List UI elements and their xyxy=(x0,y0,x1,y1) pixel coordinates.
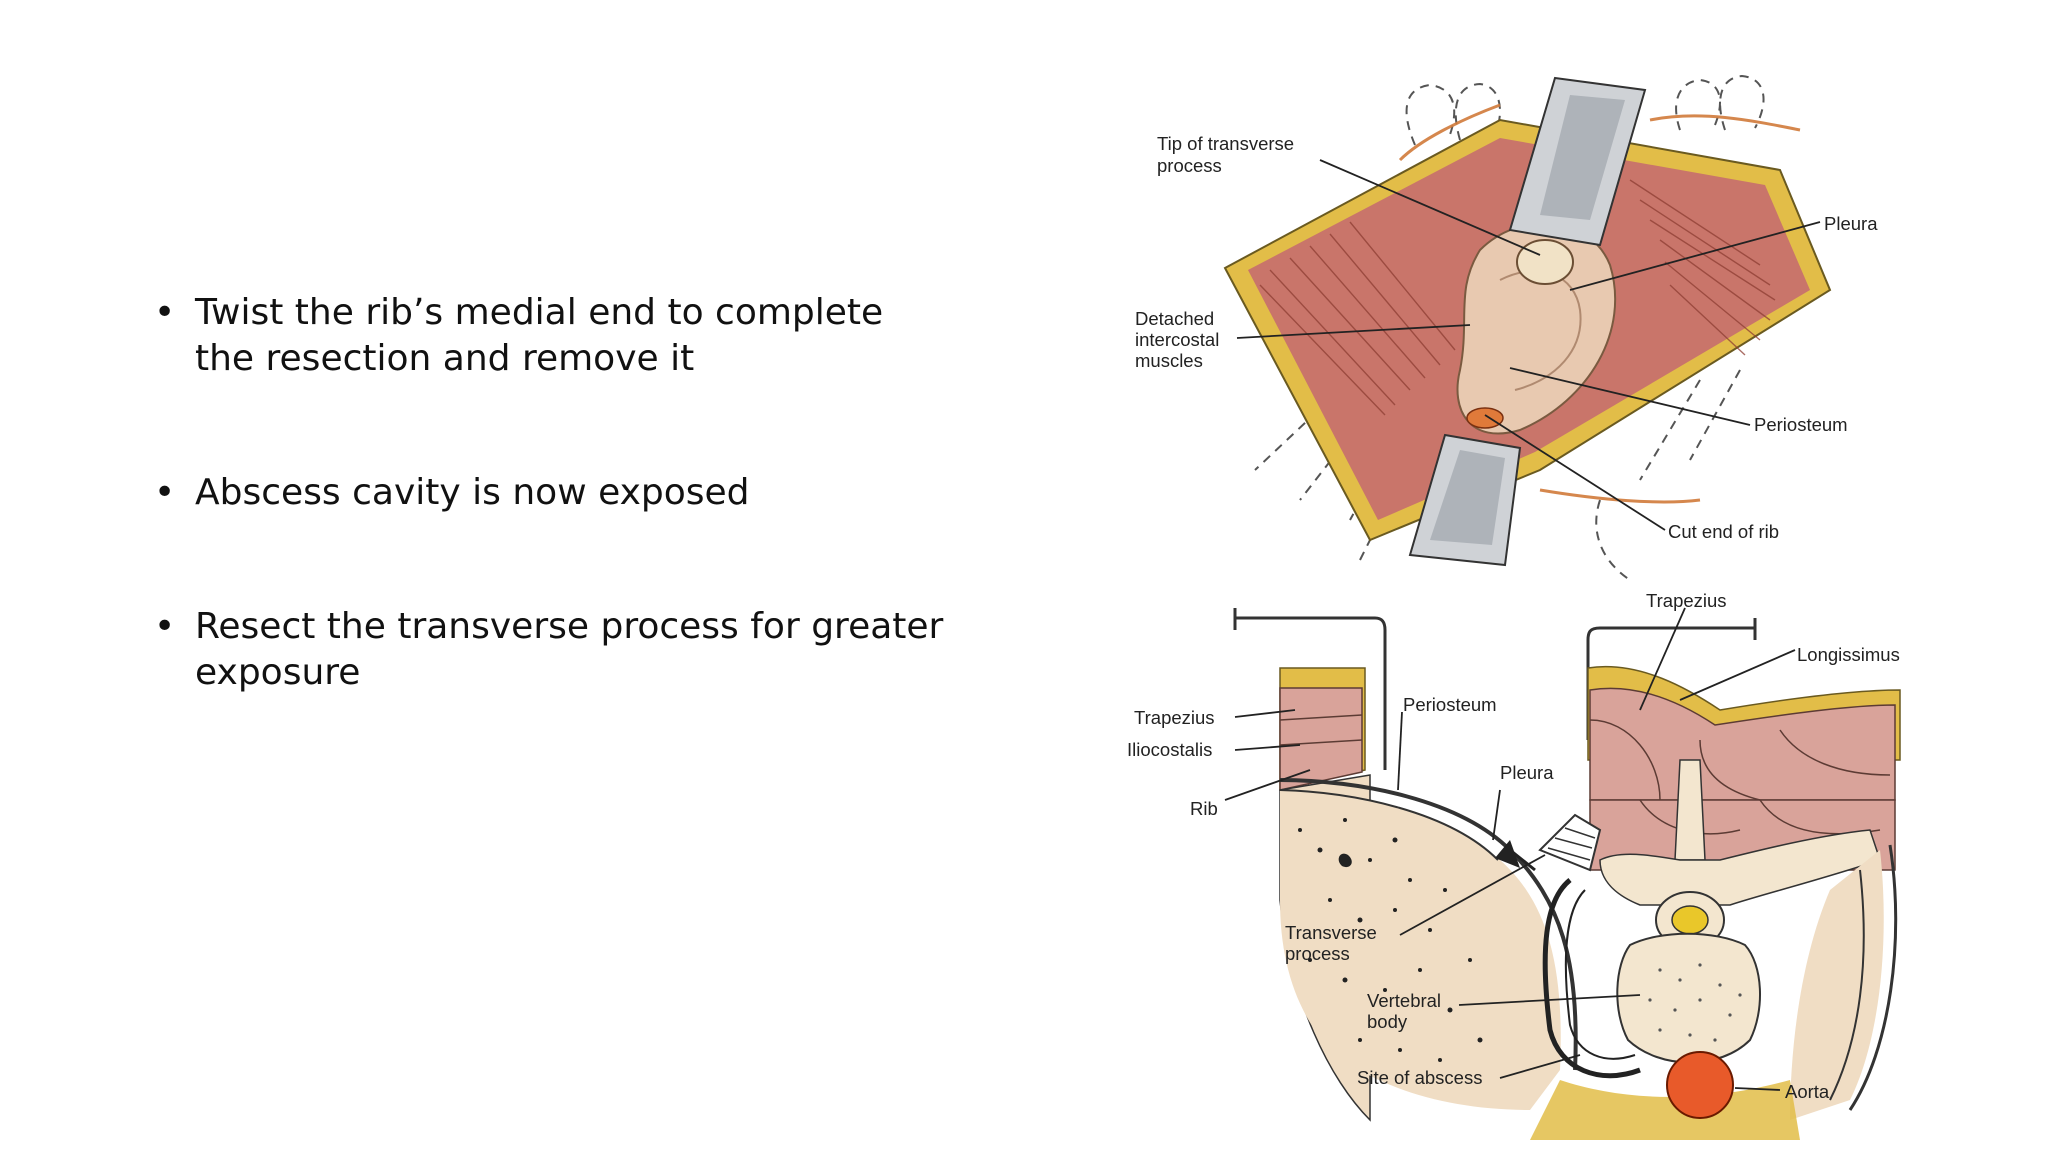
bone-speckles xyxy=(1298,818,1483,1062)
abscess-track xyxy=(1495,840,1641,1079)
label-cut-end-of-rib: Cut end of rib xyxy=(1668,521,1779,542)
bullet-text-line: Abscess cavity is now exposed xyxy=(195,472,750,513)
label-vertebral: Vertebral xyxy=(1367,990,1441,1011)
label-trapezius-top: Trapezius xyxy=(1646,590,1727,611)
label-tip-transverse: Tip of transverse xyxy=(1157,133,1294,154)
label-tip-transverse-2: process xyxy=(1157,155,1222,176)
label-detached: Detached xyxy=(1135,308,1214,329)
label-iliocostalis: Iliocostalis xyxy=(1127,739,1212,760)
bullet-item: Twist the rib’s medial end to complete t… xyxy=(150,290,950,382)
label-detached-3: muscles xyxy=(1135,350,1203,371)
retractor-top xyxy=(1508,76,1647,247)
label-trapezius-left: Trapezius xyxy=(1134,707,1215,728)
bullet-text-line: Twist the rib’s medial end to complete xyxy=(195,292,884,333)
label-periosteum-bottom: Periosteum xyxy=(1403,694,1497,715)
label-periosteum-top: Periosteum xyxy=(1754,414,1848,435)
label-rib: Rib xyxy=(1190,798,1218,819)
label-longissimus: Longissimus xyxy=(1797,644,1900,665)
label-detached-2: intercostal xyxy=(1135,329,1219,350)
retractor-handles xyxy=(1233,608,1757,770)
bullet-item: Abscess cavity is now exposed xyxy=(150,470,950,516)
right-body-wall xyxy=(1790,844,1898,1120)
bullet-text-line: Resect the transverse process for greate… xyxy=(195,606,944,647)
bullet-text-line: exposure xyxy=(195,652,361,693)
label-vertebral-2: body xyxy=(1367,1011,1408,1032)
cross-section-illustration: Trapezius Longissimus Periosteum Trapezi… xyxy=(1127,590,1901,1140)
bullet-text-line: the resection and remove it xyxy=(195,338,695,379)
spine xyxy=(1538,759,1881,1064)
label-pleura-bottom: Pleura xyxy=(1500,762,1554,783)
retroperitoneal-fat xyxy=(1530,1080,1800,1140)
incision xyxy=(1223,118,1832,542)
label-aorta: Aorta xyxy=(1785,1081,1830,1102)
label-transverse: Transverse xyxy=(1285,922,1377,943)
bullet-list: Twist the rib’s medial end to complete t… xyxy=(150,290,950,696)
bullet-item: Resect the transverse process for greate… xyxy=(150,604,950,696)
retractor-bottom xyxy=(1408,433,1522,567)
label-pleura-top: Pleura xyxy=(1824,213,1878,234)
left-body-wall xyxy=(1279,667,1578,1122)
label-site-of-abscess: Site of abscess xyxy=(1357,1067,1482,1088)
label-transverse-2: process xyxy=(1285,943,1350,964)
aorta xyxy=(1666,1051,1734,1119)
right-back-muscles xyxy=(1587,666,1901,871)
surgical-exposure-illustration: Tip of transverse process Pleura Detache… xyxy=(1135,74,1878,581)
